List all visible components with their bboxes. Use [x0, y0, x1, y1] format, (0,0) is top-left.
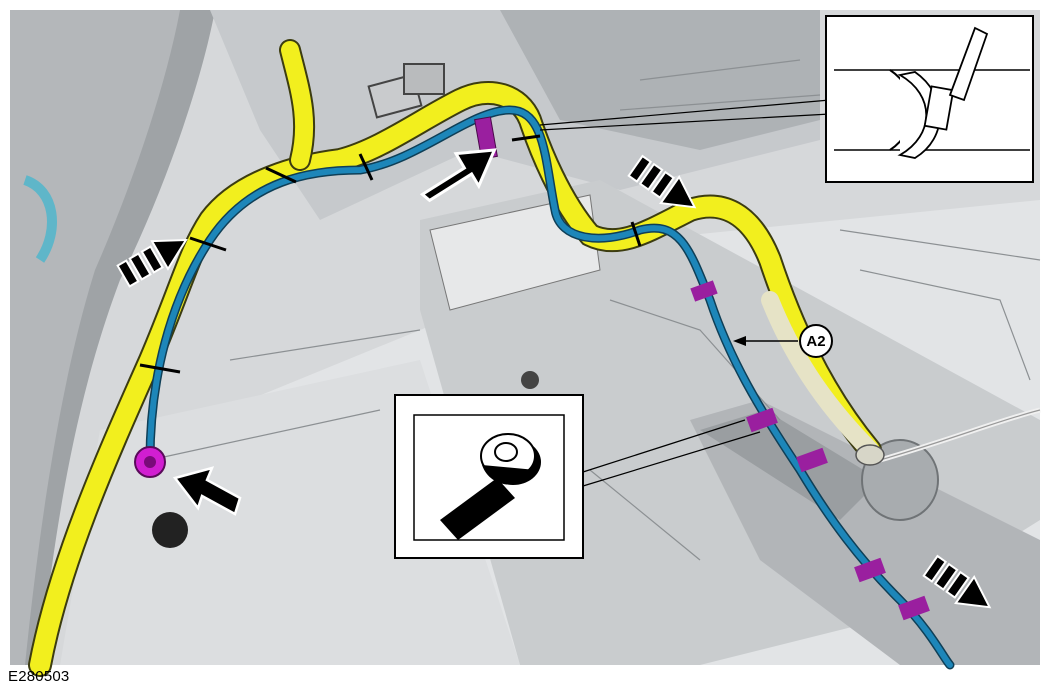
side-panel-inner [10, 10, 180, 665]
floor-rail-shadow [700, 410, 880, 520]
floor-hole [152, 512, 188, 548]
inset-tape [394, 394, 584, 559]
solid-arrows [172, 148, 497, 516]
cable-ties [139, 134, 642, 374]
arrow-to-bracket [419, 148, 497, 203]
fasteners [134, 63, 930, 621]
cable-tie-icon [834, 26, 1030, 159]
rear-module [500, 10, 820, 150]
harness-end-connector [855, 444, 885, 466]
harness-connector [403, 63, 445, 95]
blue-harness [145, 105, 955, 670]
tape-wrap [854, 557, 886, 583]
dashed-arrow-upper-right [627, 154, 697, 209]
tape-wrap [690, 280, 718, 302]
dashed-arrow-left [116, 238, 188, 288]
callout-a2: A2 [733, 324, 833, 358]
inset-cable-tie [825, 15, 1034, 183]
floor-hole [521, 371, 539, 389]
yellow-harness [28, 39, 882, 677]
arrow-to-grommet [172, 466, 242, 516]
callout-a2-label: A2 [806, 333, 825, 350]
inset-leaders [539, 99, 831, 487]
tape-wrap [796, 447, 828, 473]
figure-id: E280503 [8, 668, 70, 685]
tape-roll-icon [440, 433, 541, 540]
tape-wrap [746, 407, 778, 433]
dashed-arrow-lower-right [922, 554, 992, 609]
side-panel-edge [23, 175, 57, 263]
tape-wrap [898, 595, 930, 621]
